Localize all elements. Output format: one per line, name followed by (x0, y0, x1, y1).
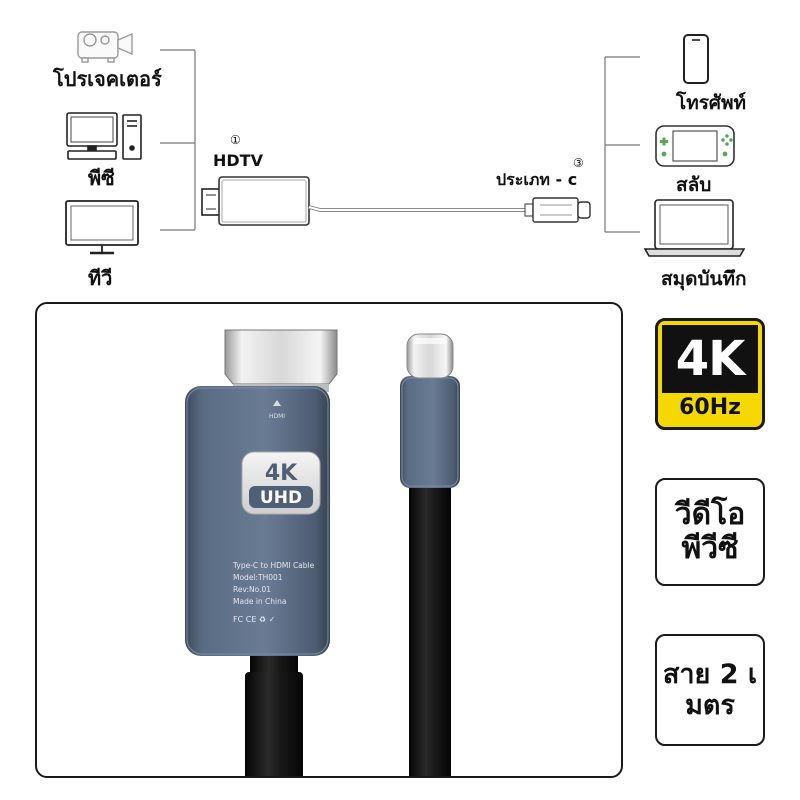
hdmi-end-label: HDTV (213, 151, 263, 170)
left-device-label-tv: ทีวี (88, 266, 113, 290)
right-device-label-laptop: สมุดบันทึก (661, 268, 747, 290)
left-device-label-pc: พีซี (88, 166, 115, 190)
hdmi-plug-diagram (201, 176, 310, 226)
certification-marks: FC CE ♻ ✓ (233, 615, 275, 624)
resolution-badge: 4K 60Hz (655, 318, 765, 430)
video-badge-line2: พีวีซี (681, 531, 739, 566)
right-device-label-console: สลับ (676, 174, 712, 196)
hdmi-end-number: ① (230, 133, 241, 147)
spec-line: Made in China (233, 597, 286, 606)
length-badge-line1: สาย 2 เ (662, 658, 758, 690)
video-badge-line1: วีดีโอ (674, 496, 746, 532)
uhd-badge-top-text: 4K (265, 461, 298, 486)
left-bracket-lines (160, 49, 196, 231)
resolution-badge-hz-text: 60Hz (679, 395, 741, 420)
typec-plug-diagram (524, 197, 591, 223)
product-photo-frame: HDMI 4K UHD Type-C to HDMI Cable Model:T… (35, 302, 623, 778)
product-photo: HDMI 4K UHD Type-C to HDMI Cable Model:T… (185, 329, 460, 776)
uhd-badge-bottom-text: UHD (260, 488, 302, 508)
hdmi-marker-text: HDMI (269, 413, 285, 420)
game-console-icon (655, 125, 735, 167)
laptop-icon (643, 199, 746, 257)
hdmi-metal-plug (224, 329, 338, 392)
projector-icon (77, 31, 133, 63)
spec-text-block: Type-C to HDMI Cable Model:TH001 Rev:No.… (232, 561, 315, 624)
resolution-badge-4k-text: 4K (662, 325, 758, 393)
typec-metal-tip (406, 333, 454, 379)
connection-diagram (65, 31, 746, 257)
typec-connector-body (400, 376, 460, 488)
spec-line: Model:TH001 (233, 573, 283, 582)
typec-end-label: ประเภท - c (496, 170, 578, 189)
tv-icon (65, 200, 139, 255)
typec-end-number: ③ (573, 156, 584, 170)
hdmi-cable (245, 654, 303, 776)
phone-icon (683, 34, 709, 84)
spec-line: Type-C to HDMI Cable (232, 561, 315, 570)
right-device-label-phone: โทรศัพท์ (676, 92, 747, 114)
length-badge-line2: มตร (685, 690, 735, 721)
spec-line: Rev:No.01 (233, 585, 271, 594)
hdmi-arrow-mark (273, 400, 281, 406)
right-bracket-lines (604, 56, 640, 233)
typec-cable (409, 484, 451, 776)
uhd-badge: 4K UHD (241, 451, 321, 515)
cable-length-badge: สาย 2 เ มตร (655, 634, 765, 746)
desktop-pc-icon (66, 112, 142, 160)
video-material-badge: วีดีโอ พีวีซี (655, 478, 765, 586)
left-device-label-projector: โปรเจคเตอร์ (53, 67, 162, 91)
